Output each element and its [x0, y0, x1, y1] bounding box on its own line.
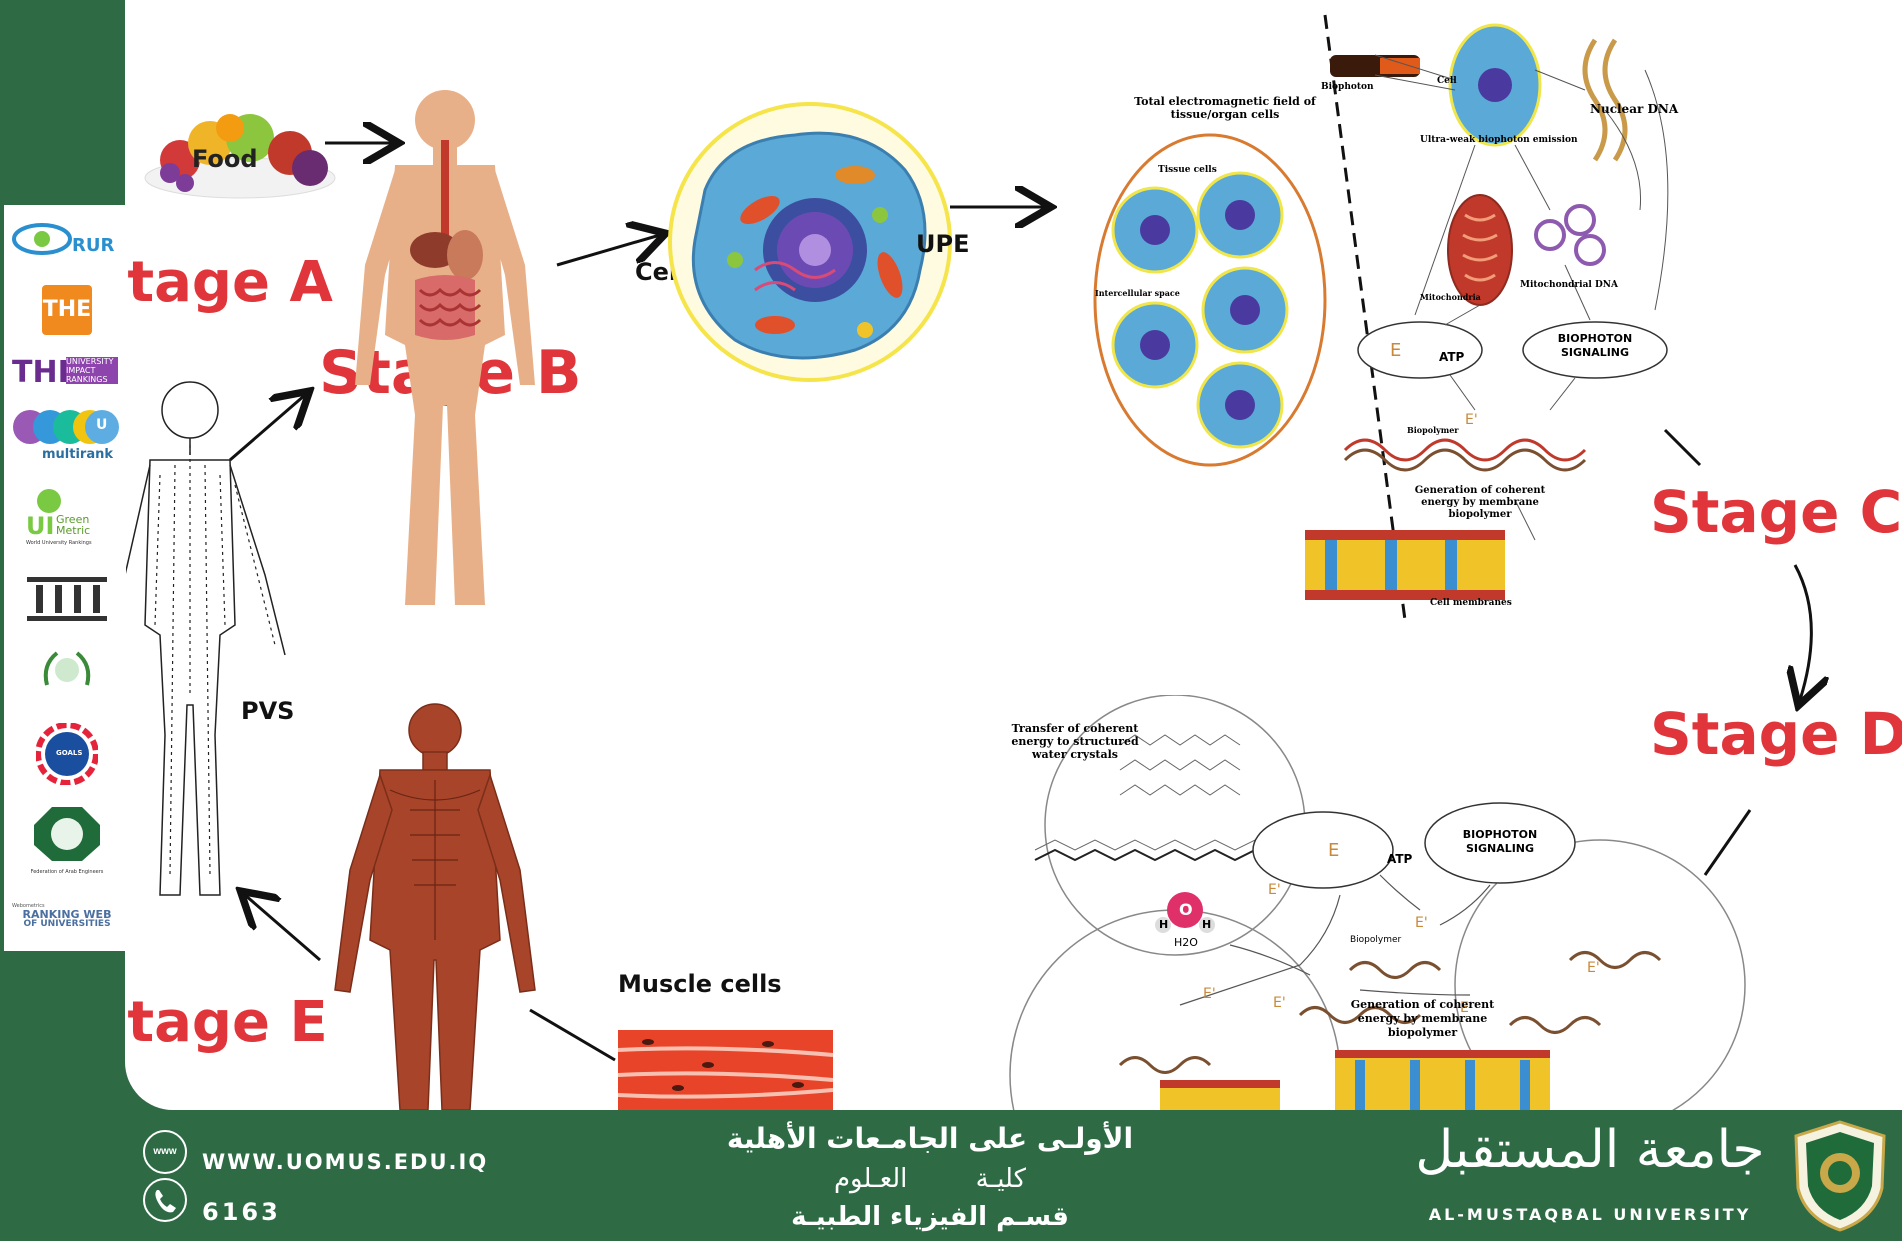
pvs-meridian-figure [125, 381, 286, 896]
the-logo[interactable]: THE [12, 285, 122, 340]
pillars-logo[interactable] [12, 575, 122, 625]
stage-c-label: Stage C [1650, 478, 1902, 546]
university-name-english: AL-MUSTAQBAL UNIVERSITY [1428, 1205, 1752, 1224]
intercellular-caption: Intercellular space [1095, 288, 1180, 298]
fruit-bowl-icon [144, 114, 336, 199]
lower-e-prime-5: E' [1460, 1000, 1473, 1016]
arabic-line-3: قسـم الفيزياء الطبيـة [791, 1202, 1069, 1232]
phone-icon [143, 1178, 187, 1222]
stage-a-label: Stage A [125, 250, 333, 315]
university-crest-icon [1794, 1120, 1886, 1232]
muscle-cells-label: Muscle cells [618, 970, 782, 998]
hydrogen-left-symbol: H [1159, 918, 1169, 931]
biophoton-emission-diagram [1305, 23, 1669, 600]
arab-universities-logo[interactable] [12, 645, 122, 705]
nuclear-dna-caption: Nuclear DNA [1590, 102, 1679, 116]
multirank-circles-icon [13, 410, 119, 444]
slide-content: Food Stage A Stage B Stage C Stage D Sta… [125, 0, 1902, 1110]
animal-cell-illustration [668, 102, 952, 382]
pvs-label: PVS [241, 697, 295, 725]
h2o-label: H2O [1174, 936, 1198, 949]
biophoton-signaling-label: BIOPHOTON SIGNALING [1557, 332, 1633, 359]
lower-e-prime-3: E' [1203, 986, 1216, 1002]
mitochondrial-dna-caption: Mitochondrial DNA [1520, 280, 1618, 290]
tissue-cells-caption: Tissue cells [1158, 165, 1217, 175]
lower-biophoton-signaling-label: BIOPHOTON SIGNALING [1462, 828, 1538, 855]
hydrogen-right-symbol: H [1202, 918, 1212, 931]
sdg-goals-logo[interactable]: GOALS [12, 722, 122, 786]
ui-greenmetric-logo[interactable]: UI Green Metric World University Ranking… [12, 488, 122, 550]
lower-generation-caption: Generation of coherent energy by membran… [1350, 998, 1495, 1039]
www-icon: www [143, 1130, 187, 1174]
muscle-cells-image [618, 1030, 833, 1110]
cell-membranes-caption: Cell membranes [1430, 598, 1512, 608]
stage-e-label: Stage E [125, 990, 328, 1055]
webometrics-logo[interactable]: Webometrics RANKING WEB OF UNIVERSITIES [12, 903, 112, 929]
human-body-digestive [355, 90, 535, 605]
rankings-panel: RUR THE THE UNIVERSITY IMPACT RANKINGS U… [4, 205, 126, 951]
generation-caption: Generation of coherent energy by membran… [1414, 485, 1546, 520]
stage-d-label: Stage D [1650, 700, 1902, 768]
lower-e-prime-2: E' [1415, 915, 1428, 931]
website-link[interactable]: WWW.UOMUS.EDU.IQ [202, 1150, 489, 1174]
atp-label: ATP [1439, 350, 1465, 364]
food-illustration [140, 98, 340, 203]
octagon-emblem-icon [34, 807, 100, 861]
muscular-human-body [334, 703, 536, 1110]
biopolymer-caption: Biopolymer [1407, 425, 1459, 435]
arab-engineers-federation-logo[interactable]: Federation of Arab Engineers [12, 805, 122, 885]
laurel-wreath-icon [43, 651, 91, 686]
arabic-line-2: كليـة العـلوم [833, 1164, 1027, 1194]
lower-atp-label: ATP [1387, 852, 1413, 866]
university-name-arabic: جامعة المستقبل [1415, 1120, 1765, 1180]
arabic-line-1: الأولـى على الجامـعات الأهلية [726, 1122, 1134, 1155]
em-field-caption: Total electromagnetic field of tissue/or… [1134, 95, 1316, 121]
transfer-caption: Transfer of coherent energy to structure… [1011, 722, 1139, 761]
sdg-wheel-icon [35, 722, 99, 786]
upe-label: UPE [916, 230, 970, 258]
coherent-energy-transfer-diagram [1009, 695, 1746, 1110]
the-impact-rankings-logo[interactable]: THE UNIVERSITY IMPACT RANKINGS [12, 353, 122, 395]
food-label: Food [192, 145, 258, 173]
lower-e-prime-6: E' [1587, 960, 1600, 976]
biophoton-caption: Biophoton [1321, 82, 1374, 92]
lower-e-prime-4: E' [1273, 995, 1286, 1011]
cell-small-caption: Cell [1437, 76, 1457, 86]
lower-e-prime-1: E' [1268, 882, 1281, 898]
mitochondria-caption: Mitochondria [1420, 292, 1481, 302]
ultra-weak-caption: Ultra-weak biophoton emission [1420, 135, 1578, 145]
e-prime-label: E' [1465, 412, 1478, 428]
flow-arrows [229, 14, 1902, 1062]
footer-bar: www WWW.UOMUS.EDU.IQ 6163 الأولـى على ال… [0, 1110, 1902, 1241]
green-leaf-icon [37, 489, 61, 513]
tissue-cells-cluster [1093, 133, 1327, 467]
energy-e-symbol: E [1390, 340, 1402, 361]
phone-number[interactable]: 6163 [202, 1198, 281, 1226]
oxygen-symbol: O [1179, 900, 1193, 919]
u-multirank-logo[interactable]: U multirank [12, 407, 122, 465]
pillars-icon [27, 577, 107, 621]
rur-logo[interactable]: RUR [12, 217, 122, 267]
lower-biopolymer-caption: Biopolymer [1350, 935, 1402, 945]
lower-e-symbol: E [1328, 840, 1340, 861]
rur-eye-icon [12, 223, 72, 255]
